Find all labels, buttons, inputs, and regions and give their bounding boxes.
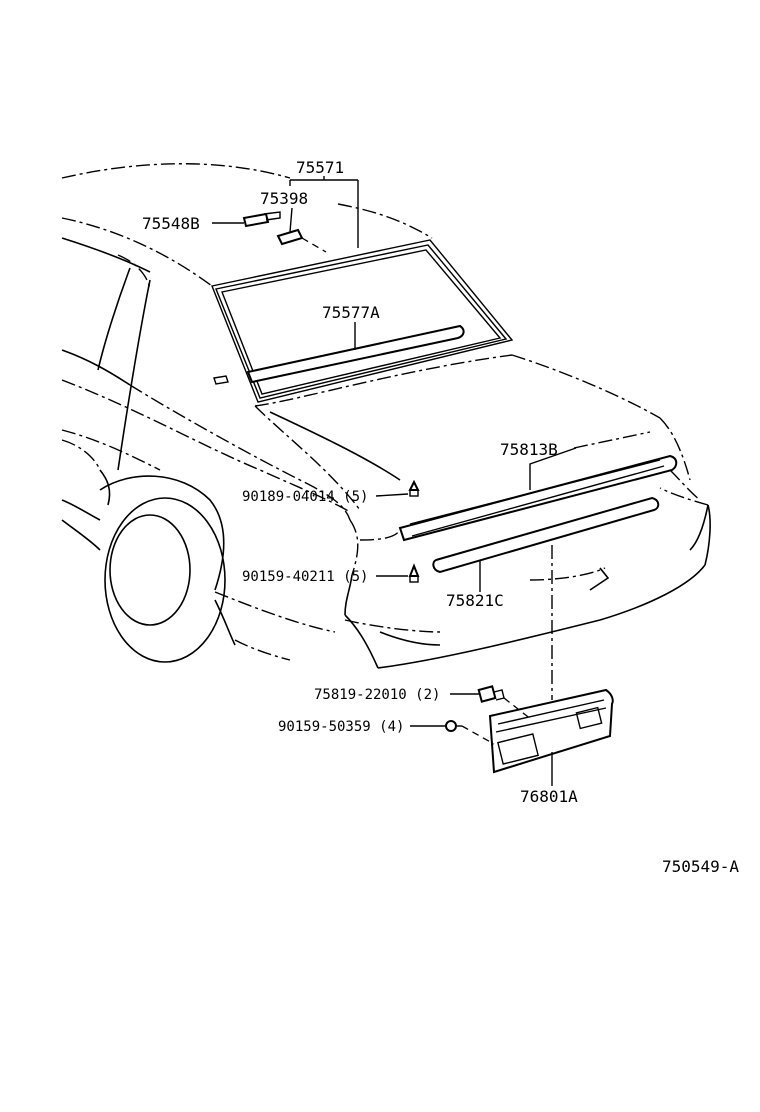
bolt-75819-part (477, 685, 505, 703)
callout-75819-22010: 75819-22010 (2) (314, 687, 440, 703)
callout-75577A: 75577A (322, 303, 380, 322)
callout-90189-04014: 90189-04014 (5) (242, 489, 368, 505)
callout-90159-50359: 90159-50359 (4) (278, 719, 404, 735)
figure-code: 750549-A (662, 857, 739, 876)
callout-90159-40211: 90159-40211 (5) (242, 569, 368, 585)
callout-75398: 75398 (260, 189, 308, 208)
license-garnish-76801A-part (488, 688, 614, 774)
clip-75398-part (276, 228, 304, 246)
callout-75813B: 75813B (500, 440, 558, 459)
rear-window-weatherstrip (211, 239, 514, 403)
trunk-moulding-75813B-part (398, 454, 678, 542)
fastener-90189-part (408, 479, 420, 497)
trunk-moulding-75821C-part (432, 496, 660, 574)
fastener-90159-40211-part (408, 563, 420, 583)
car-body-outline (61, 163, 711, 669)
callout-76801A: 76801A (520, 787, 578, 806)
clip-75548B-part (242, 211, 281, 228)
callout-75571: 75571 (296, 158, 344, 177)
callout-75821C: 75821C (446, 591, 504, 610)
weatherstrip-clip-mark (213, 375, 229, 385)
rear-window-moulding-part (246, 324, 465, 384)
callout-75548B: 75548B (142, 214, 200, 233)
screw-90159-50359-part (445, 720, 462, 732)
leader-lines (212, 176, 651, 786)
